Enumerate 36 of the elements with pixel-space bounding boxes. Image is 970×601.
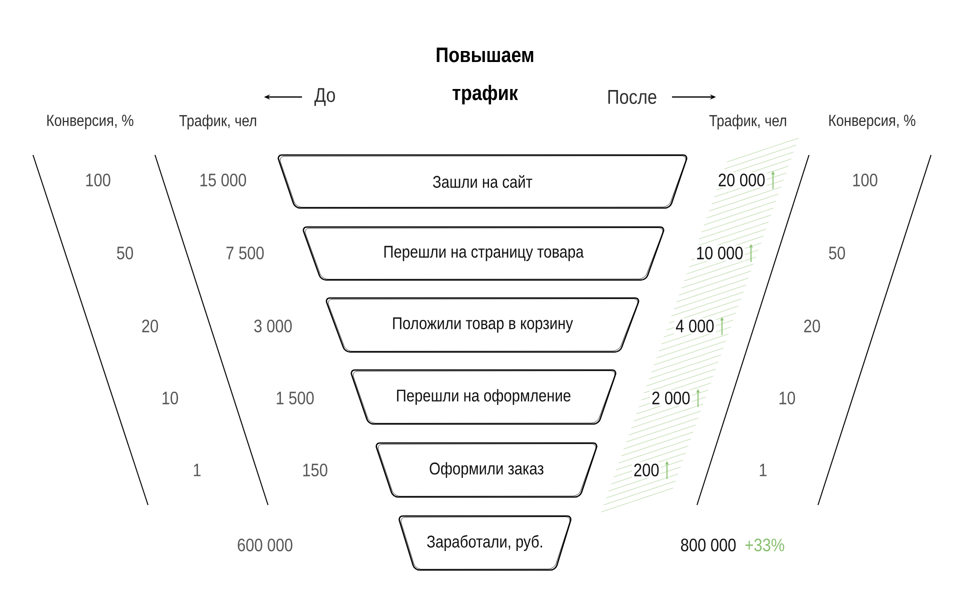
column-header: Конверсия, % xyxy=(826,113,918,131)
traffic-value: 10 000 xyxy=(694,245,745,261)
conversion-value: 100 xyxy=(850,172,880,188)
traffic-value: 150 xyxy=(300,462,330,478)
direction-label: После xyxy=(605,88,659,106)
column-header: Конверсия, % xyxy=(44,113,136,131)
conversion-value: 100 xyxy=(84,172,112,188)
traffic-value: 200 xyxy=(632,462,661,478)
conversion-value: 1 xyxy=(191,462,203,478)
traffic-value: 7 500 xyxy=(224,245,266,261)
conversion-value: 20 xyxy=(140,318,160,334)
traffic-value: 20 000 xyxy=(716,172,767,188)
column-header: Трафик, чел xyxy=(708,113,788,131)
funnel-stage-box: Перешли на оформление xyxy=(350,369,616,425)
funnel-stage-box: Положили товар в корзину xyxy=(326,297,640,353)
funnel-stage-box: Заработали, руб. xyxy=(398,515,572,571)
funnel-stage-box: Перешли на страницу товара xyxy=(302,226,664,281)
column-header: Трафик, чел xyxy=(178,113,258,131)
conversion-value: 50 xyxy=(826,245,848,261)
growth-percent: +33% xyxy=(743,537,786,553)
traffic-value: 15 000 xyxy=(198,172,248,188)
title: Повышаем трафик xyxy=(436,48,534,104)
revenue-value: 600 000 xyxy=(236,537,294,553)
conversion-value: 10 xyxy=(776,390,798,406)
conversion-value: 20 xyxy=(802,318,822,334)
direction-label: До xyxy=(312,86,338,108)
revenue-value: 800 000 xyxy=(678,537,738,553)
traffic-value: 4 000 xyxy=(674,318,716,334)
traffic-value: 3 000 xyxy=(252,318,294,334)
conversion-value: 50 xyxy=(114,245,136,261)
traffic-value: 2 000 xyxy=(650,390,692,406)
funnel-stage-box: Зашли на сайт xyxy=(278,154,688,209)
funnel-stage-box: Оформили заказ xyxy=(376,442,598,498)
traffic-value: 1 500 xyxy=(274,390,316,406)
conversion-value: 1 xyxy=(757,462,769,478)
conversion-value: 10 xyxy=(160,390,180,406)
